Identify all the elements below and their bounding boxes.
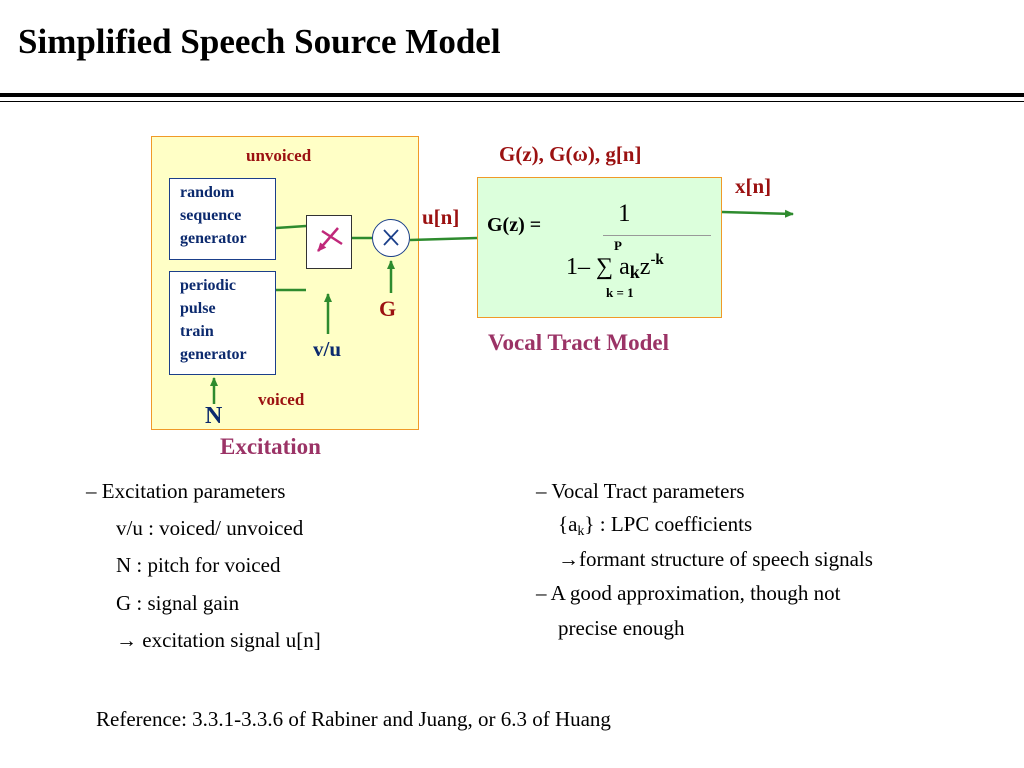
approximation-line-continued: precise enough — [558, 616, 685, 640]
approximation-line: – A good approximation, though not — [536, 581, 841, 605]
random-to-switch-wire — [275, 224, 307, 230]
transfer-function-lhs: G(z) = — [487, 214, 542, 236]
periodic-generator-line: pulse — [180, 300, 216, 317]
multiply-icon — [383, 229, 399, 246]
gain-label: G — [379, 296, 397, 321]
slide-title: Simplified Speech Source Model — [18, 22, 501, 61]
voiced-unvoiced-control-label: v/u — [313, 337, 342, 361]
vocal-tract-to-output-wire — [721, 209, 794, 218]
lpc-subscript: k — [577, 524, 585, 539]
pitch-label: N — [205, 403, 223, 429]
fraction-bar — [603, 235, 711, 236]
sum-upper-limit: P — [614, 238, 622, 253]
unvoiced-label: unvoiced — [246, 146, 312, 165]
lpc-coefficients-line: {ak} : LPC coefficients — [558, 512, 753, 539]
z-exponent: -k — [650, 252, 664, 268]
switch-contact-icon — [317, 227, 343, 252]
one-minus: 1– — [566, 254, 596, 280]
excitation-parameters-heading: – Excitation parameters — [86, 479, 286, 503]
title-divider-thick — [0, 93, 1024, 97]
coefficient-a: a — [613, 254, 630, 280]
periodic-generator-line: generator — [180, 346, 247, 363]
excitation-note-line: N : pitch for voiced — [116, 553, 281, 577]
title-divider-thin — [0, 101, 1024, 102]
lpc-rest: } : LPC coefficients — [584, 512, 753, 536]
periodic-pulse-train-generator: periodic pulse train generator — [169, 271, 276, 375]
coefficient-index: k — [629, 262, 640, 282]
fraction-denominator: 1– ∑ akz-k — [566, 252, 664, 282]
excitation-note-line: v/u : voiced/ unvoiced — [116, 516, 304, 540]
random-generator-line: sequence — [180, 207, 242, 224]
sum-lower-limit: k = 1 — [606, 285, 634, 300]
vocal-tract-model-label: Vocal Tract Model — [488, 330, 669, 355]
vocal-tract-parameters-heading: – Vocal Tract parameters — [536, 479, 745, 503]
excitation-note-line: → excitation signal u[n] — [116, 628, 321, 652]
transfer-function-label: G(z), G(ω), g[n] — [499, 142, 642, 166]
vocal-tract-block — [477, 177, 722, 318]
lpc-open: {a — [558, 512, 578, 536]
voiced-label: voiced — [258, 390, 305, 409]
excitation-signal-label: u[n] — [422, 205, 460, 229]
excitation-label: Excitation — [220, 434, 321, 459]
voicing-switch — [306, 215, 352, 269]
periodic-generator-line: periodic — [180, 277, 236, 294]
multiplier-to-vocal-tract-wire — [409, 236, 478, 242]
random-sequence-generator: random sequence generator — [169, 178, 276, 260]
periodic-generator-line: train — [180, 323, 214, 340]
z-variable: z — [639, 254, 651, 280]
formant-structure-line: →formant structure of speech signals — [558, 547, 873, 571]
reference-note: Reference: 3.3.1-3.3.6 of Rabiner and Ju… — [96, 707, 611, 731]
output-signal-label: x[n] — [735, 174, 772, 198]
sum-symbol: ∑ — [596, 254, 614, 280]
excitation-note-line: G : signal gain — [116, 591, 240, 615]
random-generator-line: random — [180, 184, 235, 201]
random-generator-line: generator — [180, 230, 247, 247]
fraction-numerator: 1 — [618, 200, 631, 227]
